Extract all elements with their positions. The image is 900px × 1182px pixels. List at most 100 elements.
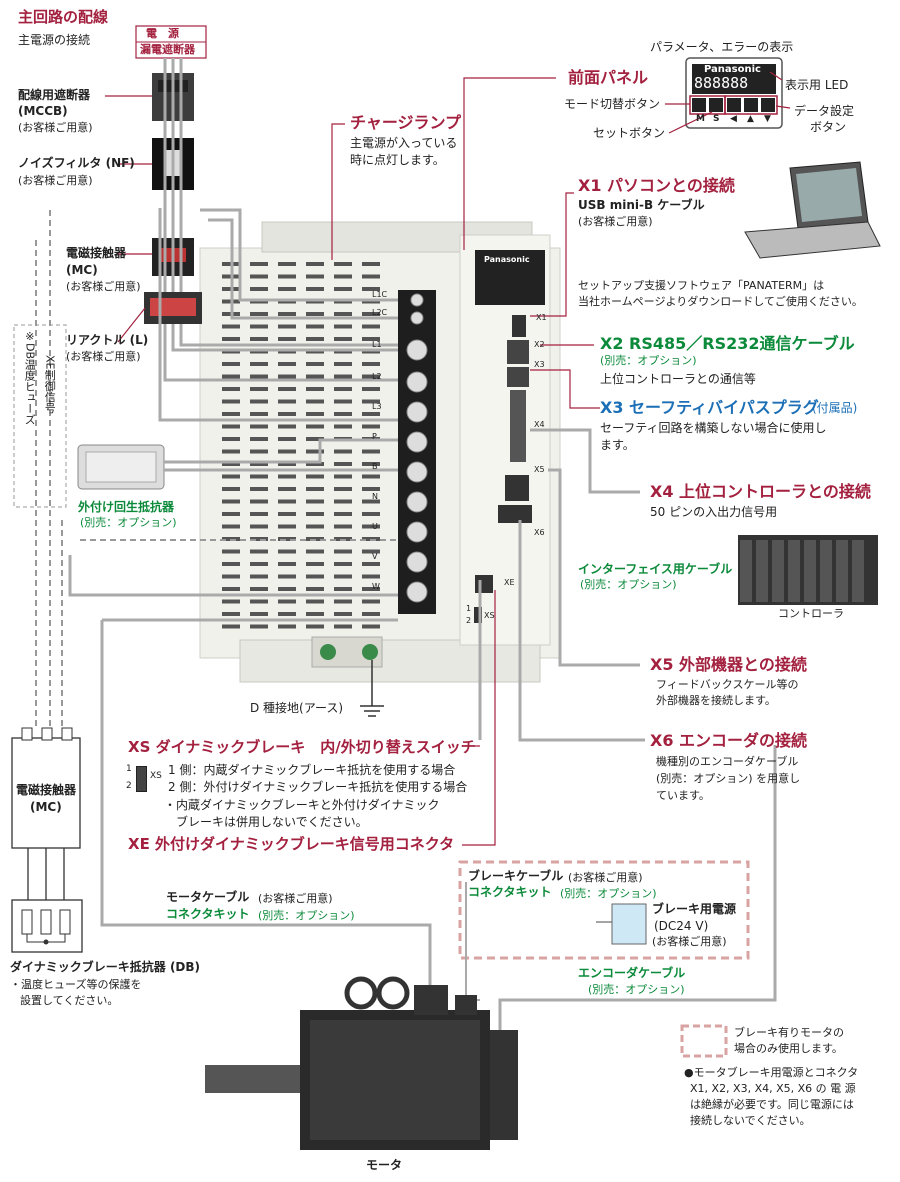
drive-xe-label: XE [504, 578, 515, 587]
x1-title: X1 パソコンとの接続 [578, 176, 735, 195]
motor-cable-name: モータケーブル [166, 890, 250, 904]
port-x2[interactable] [507, 340, 529, 364]
x4-title: X4 上位コントローラとの接続 [650, 482, 871, 501]
vent-slot [362, 287, 380, 291]
switch-xs[interactable] [474, 607, 482, 623]
led-digits: 888888 [694, 74, 749, 92]
brake-cable-note: (お客様ご用意) [568, 871, 643, 884]
vent-slot [306, 487, 324, 491]
vent-slot [278, 399, 296, 404]
vent-slot [306, 474, 324, 479]
vent-slot [306, 274, 324, 279]
data-up-button[interactable] [744, 98, 758, 112]
vent-slot [222, 462, 240, 466]
vent-slot [278, 512, 296, 516]
vent-slot [362, 499, 380, 504]
port-x1[interactable] [512, 315, 526, 337]
mccb-abbr: (MCCB) [18, 104, 68, 118]
brake-cable-name: ブレーキケーブル [468, 869, 564, 883]
vent-slot [362, 549, 380, 554]
vent-slot [306, 512, 324, 516]
vent-slot [306, 524, 324, 529]
mc-top-name: 電磁接触器 [66, 246, 127, 260]
vent-slot [334, 312, 352, 316]
port-label-x2: X2 [534, 340, 545, 349]
vent-slot [222, 612, 240, 616]
brake-cable-kit-note: (別売：オプション) [560, 887, 657, 900]
legend-line1: ブレーキ有りモータの [734, 1026, 844, 1039]
vent-slot [250, 412, 268, 416]
data-down-button[interactable] [761, 98, 775, 112]
terminal-screw-v[interactable] [406, 551, 428, 573]
vent-slot [250, 574, 268, 579]
port-x5[interactable] [505, 475, 529, 501]
interface-cable-name: インターフェイス用ケーブル [578, 562, 733, 576]
vent-slot [362, 262, 380, 266]
vent-slot [250, 524, 268, 529]
terminal-label-w: W [372, 582, 380, 591]
terminal-screw-w[interactable] [406, 581, 428, 603]
vent-slot [306, 374, 324, 379]
vent-slot [334, 274, 352, 279]
vent-slot [334, 524, 352, 529]
port-label-x6: X6 [534, 528, 545, 537]
vent-slot [362, 599, 380, 604]
port-x4[interactable] [510, 390, 526, 462]
vent-slot [222, 399, 240, 404]
data-left-button[interactable] [727, 98, 741, 112]
vent-slot [362, 574, 380, 579]
terminal-screw-l2c[interactable] [410, 311, 424, 325]
terminal-screw-l1[interactable] [406, 339, 428, 361]
vent-slot [362, 274, 380, 279]
port-x6[interactable] [498, 505, 532, 523]
db-note1: ・温度ヒューズ等の保護を [10, 978, 142, 991]
vent-slot [334, 499, 352, 504]
vent-slot [278, 387, 296, 391]
vent-slot [334, 424, 352, 429]
mode-button[interactable] [692, 98, 706, 112]
vent-slot [334, 449, 352, 454]
vent-slot [222, 499, 240, 504]
vent-slot [222, 487, 240, 491]
vent-slot [250, 424, 268, 429]
vent-slot [362, 587, 380, 591]
db-note2: 設置してください。 [20, 994, 119, 1007]
terminal-screw-b[interactable] [406, 461, 428, 483]
vent-slot [222, 412, 240, 416]
vent-slot [362, 474, 380, 479]
port-xe[interactable] [475, 575, 493, 593]
vent-slot [334, 599, 352, 604]
caution-line1: ●モータブレーキ用電源とコネクタ [684, 1066, 859, 1079]
vent-slot [362, 487, 380, 491]
port-x3[interactable] [507, 367, 529, 387]
vent-slot [334, 337, 352, 341]
terminal-screw-l1c[interactable] [410, 293, 424, 307]
vent-slot [278, 424, 296, 429]
vent-slot [278, 562, 296, 566]
vent-slot [306, 262, 324, 266]
vent-slot [362, 424, 380, 429]
vent-slot [250, 487, 268, 491]
vent-slot [278, 587, 296, 591]
set-button[interactable] [709, 98, 723, 112]
vent-slot [306, 587, 324, 591]
display-caption: パラメータ、エラーの表示 [650, 40, 794, 54]
charge-lamp-desc2: 時に点灯します。 [350, 153, 445, 167]
vent-slot [362, 387, 380, 391]
regen-resistor-icon [77, 444, 165, 490]
controller-icon [738, 535, 878, 605]
vent-slot [250, 374, 268, 379]
terminal-screw-p[interactable] [406, 431, 428, 453]
drive-xs-label: XS [484, 611, 495, 620]
x4-desc: 50 ピンの入出力信号用 [650, 505, 778, 519]
vent-slot [278, 549, 296, 554]
terminal-screw-l3[interactable] [406, 401, 428, 423]
vent-slot [278, 462, 296, 466]
terminal-screw-l2[interactable] [406, 371, 428, 393]
brake-power-spec: (DC24 V) [654, 919, 709, 933]
vent-slot [222, 549, 240, 554]
terminal-screw-n[interactable] [406, 491, 428, 513]
vent-slot [222, 387, 240, 391]
vent-slot [362, 512, 380, 516]
terminal-screw-u[interactable] [406, 521, 428, 543]
